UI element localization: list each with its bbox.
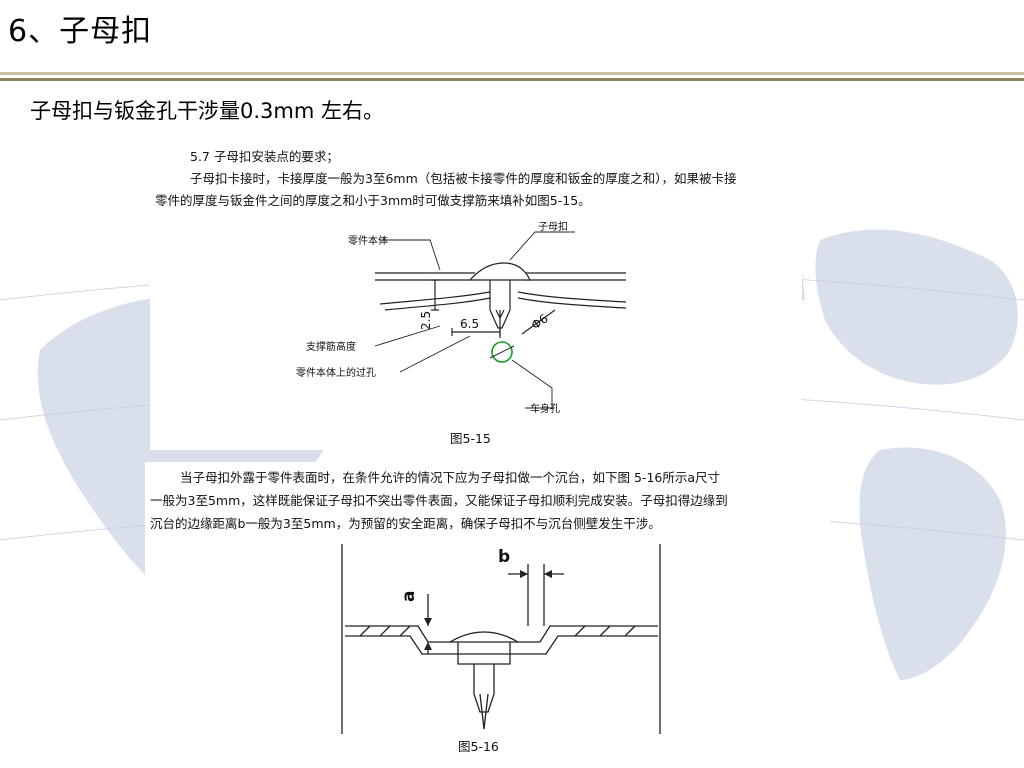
south-america-right-shape <box>859 447 1006 680</box>
slide-subtitle: 子母扣与钣金孔干涉量0.3mm 左右。 <box>30 99 384 123</box>
dim-2-5: 2.5 <box>419 311 433 330</box>
document-excerpt-recess <box>145 462 830 542</box>
section-heading: 5.7 子母扣安装点的要求； <box>190 149 339 164</box>
section1-line1: 子母扣卡接时，卡接厚度一般为3至6mm（包括被卡接零件的厚度和钣金的厚度之和），… <box>190 171 737 186</box>
dim-phi6: Φ6 <box>529 311 551 332</box>
section2-line1: 当子母扣外露于零件表面时，在条件允许的情况下应为子母扣做一个沉台，如下图 5-1… <box>180 470 721 485</box>
section1-line2: 零件的厚度与钣金件之间的厚度之和小于3mm时可做支撑筋来填补如图5-15。 <box>155 193 591 208</box>
header-divider-light <box>0 72 1024 75</box>
section2-line3: 沉台的边缘距离b一般为3至5mm，为预留的安全距离，确保子母扣不与沉台侧壁发生干… <box>150 516 661 531</box>
label-via-hole: 零件本体上的过孔 <box>296 366 376 379</box>
dim-6-5: 6.5 <box>460 317 479 331</box>
dim-b: b <box>498 547 510 567</box>
asia-shape <box>815 229 1018 385</box>
label-part-body: 零件本体 <box>348 234 388 247</box>
figure-5-15-caption: 图5-15 <box>450 431 491 446</box>
label-rib-height: 支撑筋高度 <box>306 340 356 353</box>
dim-a: a <box>399 591 419 602</box>
figure-5-16-caption: 图5-16 <box>458 739 499 754</box>
figure-5-16-drawing: b a <box>341 544 661 734</box>
header-divider-dark <box>0 78 1024 81</box>
label-clip: 子母扣 <box>538 220 568 233</box>
document-excerpt-5-7 <box>150 140 825 220</box>
slide-title: 6、子母扣 <box>8 14 153 49</box>
figure-5-15-panel <box>150 218 802 450</box>
section2-line2: 一般为3至5mm，这样既能保证子母扣不突出零件表面，又能保证子母扣顺利完成安装。… <box>150 493 728 508</box>
label-body-hole: 车身孔 <box>530 402 560 415</box>
figure-5-15-drawing: 零件本体 子母扣 支撑筋高度 零件本体上的过孔 车身孔 2.5 6.5 Φ6 <box>296 220 627 415</box>
